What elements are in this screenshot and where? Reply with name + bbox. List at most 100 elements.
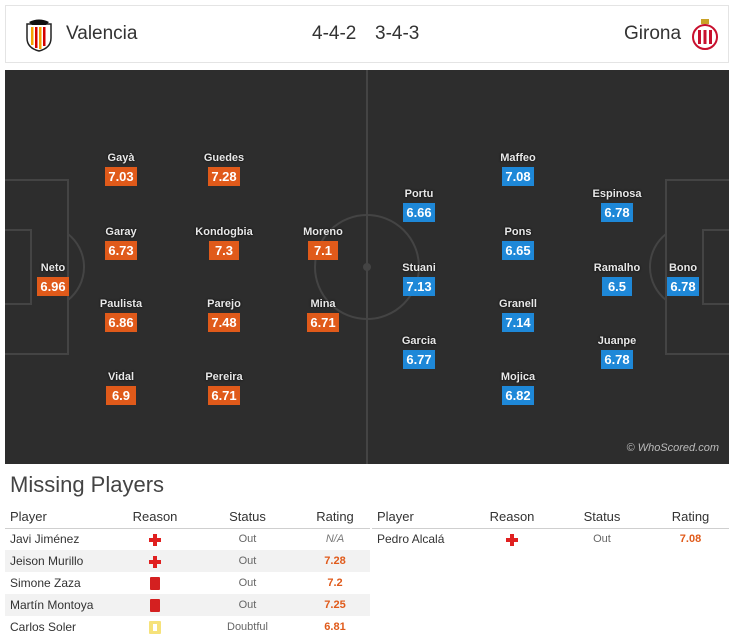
player-rating: 7.48 — [208, 313, 240, 332]
reason-cell — [472, 528, 552, 550]
missing-status: Out — [238, 577, 257, 589]
player-name: Portu — [404, 188, 434, 200]
player-card[interactable]: Garay 6.73 — [81, 226, 161, 260]
missing-players-title: Missing Players — [10, 472, 165, 497]
player-rating: 6.77 — [403, 350, 435, 369]
player-name: Paulista — [99, 298, 143, 310]
missing-player-name[interactable]: Javi Jiménez — [10, 532, 80, 547]
reason-cell — [115, 550, 195, 572]
pitch-lines — [5, 70, 729, 464]
table-row[interactable]: Pedro Alcalá Out 7.08 — [372, 528, 729, 550]
column-header-player: Player — [372, 505, 472, 529]
player-rating: 6.71 — [208, 386, 240, 405]
player-card[interactable]: Maffeo 7.08 — [478, 152, 558, 186]
player-card[interactable]: Kondogbia 7.3 — [184, 226, 264, 260]
missing-player-name[interactable]: Simone Zaza — [10, 576, 81, 590]
player-rating: 7.1 — [308, 241, 338, 260]
match-header: Valencia 4-4-2 3-4-3 Girona — [5, 5, 729, 63]
missing-player-name[interactable]: Pedro Alcalá — [377, 532, 445, 547]
player-card[interactable]: Garcia 6.77 — [379, 335, 459, 369]
home-team-name[interactable]: Valencia — [66, 23, 138, 44]
player-name: Guedes — [203, 152, 245, 164]
player-name: Mina — [310, 298, 336, 310]
table-row[interactable]: Carlos Soler Doubtful 6.81 — [5, 616, 370, 638]
player-name: Gayà — [107, 152, 135, 164]
player-card[interactable]: Guedes 7.28 — [184, 152, 264, 186]
player-rating: 6.78 — [601, 350, 633, 369]
injury-cross-icon — [149, 555, 161, 568]
player-rating: 6.73 — [105, 241, 137, 260]
player-rating: 6.78 — [601, 203, 633, 222]
away-missing-table: Player Reason Status Rating Pedro Alcalá… — [372, 505, 729, 550]
player-rating: 6.71 — [307, 313, 339, 332]
missing-player-name[interactable]: Jeison Murillo — [5, 550, 115, 572]
player-card[interactable]: Ramalho 6.5 — [577, 262, 657, 296]
column-header-status: Status — [195, 505, 300, 529]
missing-status: Out — [195, 550, 300, 572]
player-rating: 6.78 — [667, 277, 699, 296]
missing-player-name[interactable]: Martín Montoya — [5, 594, 115, 616]
valencia-crest-icon — [26, 19, 52, 52]
player-card[interactable]: Neto 6.96 — [13, 262, 93, 296]
formation-pitch: Gayà 7.03 Guedes 7.28 Garay 6.73 Kondogb… — [5, 70, 729, 464]
column-header-status: Status — [552, 505, 652, 529]
player-name: Mojica — [500, 371, 536, 383]
column-header-reason: Reason — [472, 505, 552, 529]
player-card[interactable]: Pons 6.65 — [478, 226, 558, 260]
player-card[interactable]: Mojica 6.82 — [478, 371, 558, 405]
player-rating: 7.13 — [403, 277, 435, 296]
reason-cell — [115, 616, 195, 638]
reason-cell — [115, 528, 195, 550]
missing-rating: 7.25 — [300, 594, 370, 616]
missing-player-name[interactable]: Carlos Soler — [10, 620, 77, 634]
player-card[interactable]: Espinosa 6.78 — [577, 188, 657, 222]
player-name: Moreno — [303, 226, 343, 238]
table-row[interactable]: Jeison Murillo Out 7.28 — [5, 550, 370, 572]
column-header-reason: Reason — [115, 505, 195, 529]
player-name: Vidal — [107, 371, 135, 383]
home-missing-table: Player Reason Status Rating Javi Jiménez… — [5, 505, 370, 638]
player-card[interactable]: Pereira 6.71 — [184, 371, 264, 405]
player-card[interactable]: Stuani 7.13 — [379, 262, 459, 296]
injury-cross-icon — [149, 534, 161, 547]
player-rating: 6.5 — [602, 277, 632, 296]
player-card[interactable]: Juanpe 6.78 — [577, 335, 657, 369]
missing-status: Doubtful — [227, 621, 268, 633]
player-card[interactable]: Gayà 7.03 — [81, 152, 161, 186]
player-name: Kondogbia — [195, 226, 253, 238]
away-team-name[interactable]: Girona — [624, 23, 682, 44]
player-name: Garay — [105, 226, 137, 238]
missing-status: Out — [593, 533, 611, 546]
player-card[interactable]: Bono 6.78 — [643, 262, 723, 296]
player-card[interactable]: Portu 6.66 — [379, 188, 459, 222]
column-header-rating: Rating — [652, 505, 729, 529]
player-rating: 7.03 — [105, 167, 137, 186]
away-formation: 3-4-3 — [375, 23, 420, 44]
home-formation: 4-4-2 — [312, 23, 357, 44]
missing-rating: 7.2 — [327, 577, 343, 589]
red-card-icon — [150, 599, 160, 613]
column-header-player: Player — [5, 505, 115, 529]
player-card[interactable]: Vidal 6.9 — [81, 371, 161, 405]
player-rating: 6.65 — [502, 241, 534, 260]
red-card-icon — [150, 577, 160, 591]
table-row[interactable]: Javi Jiménez Out N/A — [5, 528, 370, 550]
table-row[interactable]: Simone Zaza Out 7.2 — [5, 572, 370, 594]
table-row[interactable]: Martín Montoya Out 7.25 — [5, 594, 370, 616]
player-card[interactable]: Granell 7.14 — [478, 298, 558, 332]
player-name: Juanpe — [597, 335, 637, 347]
player-name: Stuani — [402, 262, 436, 274]
player-name: Bono — [668, 262, 698, 274]
player-rating: 7.14 — [502, 313, 534, 332]
player-card[interactable]: Mina 6.71 — [283, 298, 363, 332]
injury-cross-icon — [506, 534, 518, 547]
player-name: Pereira — [205, 371, 243, 383]
player-card[interactable]: Paulista 6.86 — [81, 298, 161, 332]
player-card[interactable]: Moreno 7.1 — [283, 226, 363, 260]
missing-status: Out — [238, 533, 257, 546]
missing-rating: N/A — [325, 533, 345, 546]
player-rating: 6.82 — [502, 386, 534, 405]
player-rating: 7.28 — [208, 167, 240, 186]
doubtful-icon — [149, 621, 161, 635]
player-card[interactable]: Parejo 7.48 — [184, 298, 264, 332]
